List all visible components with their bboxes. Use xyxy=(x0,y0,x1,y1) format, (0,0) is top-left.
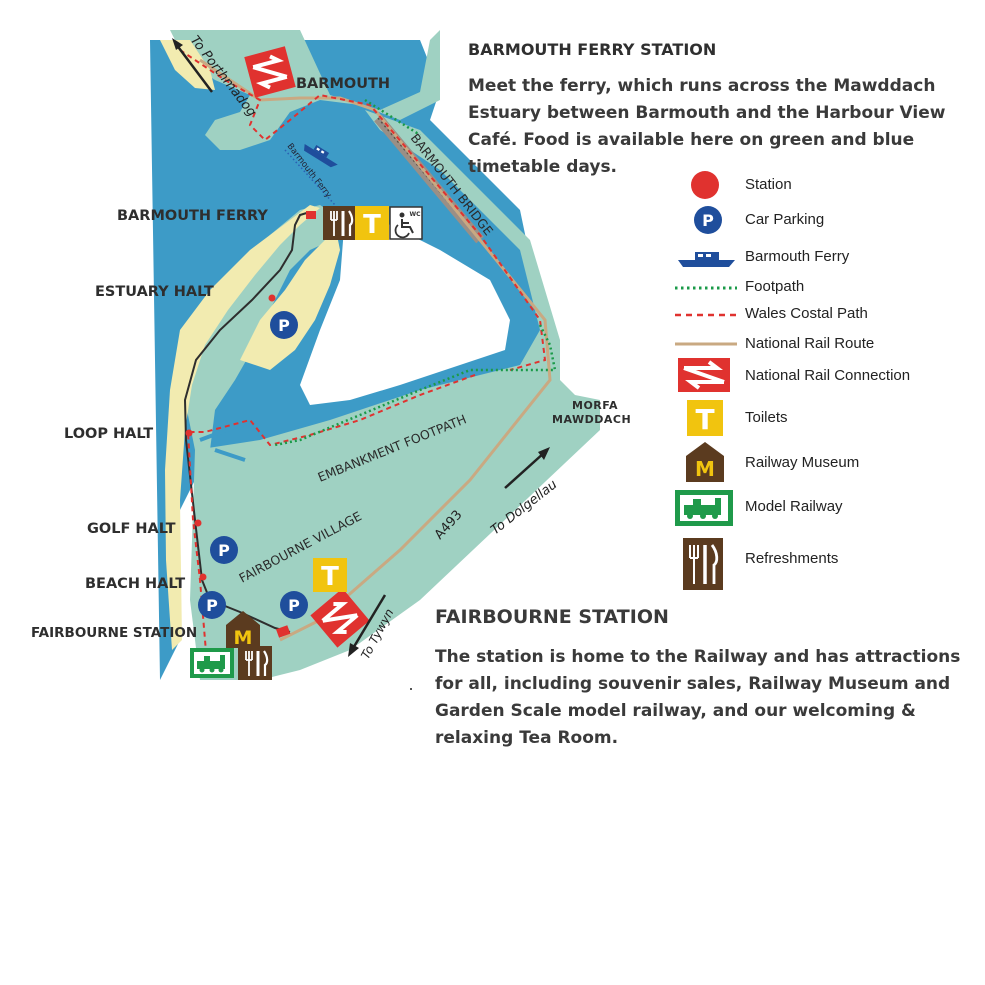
legend-label: National Rail Route xyxy=(745,335,875,352)
golf-halt-label: GOLF HALT xyxy=(87,521,176,537)
legend-label: National Rail Connection xyxy=(745,367,911,384)
legend-item-station: Station xyxy=(675,168,975,208)
rail-route-line-icon xyxy=(675,342,737,346)
footpath xyxy=(274,98,557,447)
ferry-refreshments-icon xyxy=(321,204,359,242)
beach-halt-label: BEACH HALT xyxy=(85,576,185,592)
lagoon xyxy=(300,215,510,405)
legend-item-barmouth-ferry: Barmouth Ferry xyxy=(675,240,975,280)
svg-text:WC: WC xyxy=(409,211,421,218)
wheelchair-wc-icon: WC xyxy=(389,206,423,240)
legend-item-toilets: T Toilets xyxy=(675,398,975,438)
fairbourne-info-heading: FAIRBOURNE STATION xyxy=(435,606,669,628)
legend-label: Railway Museum xyxy=(745,454,860,471)
ferry-boat-icon xyxy=(678,252,735,267)
legend-item-refreshments: Refreshments xyxy=(675,538,975,590)
estuary-halt-dot xyxy=(268,294,276,302)
fairbourne-info-body: The station is home to the Railway and h… xyxy=(435,647,961,748)
to-porthmadog-arrow xyxy=(172,38,213,93)
legend-label: Footpath xyxy=(745,278,805,295)
spit-sand xyxy=(165,205,320,650)
legend-label: Station xyxy=(745,176,792,193)
fairbourne-station-dot xyxy=(275,625,291,638)
loop-halt-label: LOOP HALT xyxy=(64,426,153,442)
legend-item-national-rail: National Rail Connection xyxy=(675,356,975,396)
legend-label: Toilets xyxy=(745,409,788,426)
to-tywyn-arrow xyxy=(348,594,387,657)
fairbourne-info: FAIRBOURNE STATION The station is home t… xyxy=(435,606,975,752)
barmouth-bridge-ties xyxy=(377,117,481,241)
barmouth-ferry-label: BARMOUTH FERRY xyxy=(117,208,268,224)
barmouth-label: BARMOUTH xyxy=(296,76,390,92)
peninsula-sand xyxy=(240,225,340,370)
loop-channel xyxy=(199,422,252,462)
barmouth-headland xyxy=(170,30,440,150)
legend-label: Wales Costal Path xyxy=(745,305,868,322)
svg-text:T: T xyxy=(695,403,714,436)
beach-halt-dot xyxy=(199,573,207,581)
golf-parking-icon xyxy=(210,536,238,564)
legend-label: Car Parking xyxy=(745,211,825,228)
refreshments-icon xyxy=(683,538,723,590)
barmouth-ferry-info-body: Meet the ferry, which runs across the Ma… xyxy=(468,76,946,177)
barmouth-ferry-station-dot xyxy=(306,211,316,219)
legend-item-coastal-path: Wales Costal Path xyxy=(675,299,975,339)
toilets-icon: T xyxy=(687,400,723,436)
fairbourne-model-railway-icon xyxy=(190,648,234,678)
footpath-line-icon xyxy=(675,286,737,290)
barmouth-ferry-info-heading: BARMOUTH FERRY STATION xyxy=(468,40,717,59)
legend-item-model-railway: Model Railway xyxy=(675,488,975,528)
legend-item-car-parking: P Car Parking xyxy=(675,202,975,242)
fairbourne-refreshments-icon xyxy=(236,644,274,682)
barmouth-ferry-info: BARMOUTH FERRY STATION Meet the ferry, w… xyxy=(468,40,968,181)
legend-label: Barmouth Ferry xyxy=(745,248,850,265)
morfa-label-line2: MAWDDACH xyxy=(552,413,631,426)
legend-item-footpath: Footpath xyxy=(675,272,975,312)
village-toilets-icon xyxy=(313,558,347,592)
legend-item-rail-route: National Rail Route xyxy=(675,329,975,369)
wales-coastal-path xyxy=(179,49,547,676)
to-dolgellau-arrow xyxy=(504,447,550,489)
estuary-halt-label: ESTUARY HALT xyxy=(95,284,214,300)
legend-label: Refreshments xyxy=(745,550,839,567)
ferry-route xyxy=(284,149,336,206)
svg-text:P: P xyxy=(702,211,714,230)
golf-halt-dot xyxy=(194,519,202,527)
svg-text:M: M xyxy=(695,457,715,481)
legend-item-railway-museum: M Railway Museum xyxy=(675,442,975,482)
model-railway-icon xyxy=(675,490,733,526)
village-parking-icon xyxy=(280,591,308,619)
fairbourne-land xyxy=(190,110,600,680)
beach-parking-icon xyxy=(198,591,226,619)
legend-label: Model Railway xyxy=(745,498,843,515)
stray-dot xyxy=(410,688,412,690)
railway-museum-icon: M xyxy=(686,442,724,482)
car-parking-icon: P xyxy=(694,206,722,234)
estuary-parking-icon xyxy=(270,311,298,339)
station-dot-icon xyxy=(691,171,719,199)
morfa-label-line1: MORFA xyxy=(572,399,618,412)
national-rail-icon xyxy=(678,358,730,392)
fairbourne-station-label: FAIRBOURNE STATION xyxy=(31,625,197,641)
loop-halt-dot xyxy=(185,429,193,437)
ferry-toilets-icon xyxy=(355,206,389,240)
